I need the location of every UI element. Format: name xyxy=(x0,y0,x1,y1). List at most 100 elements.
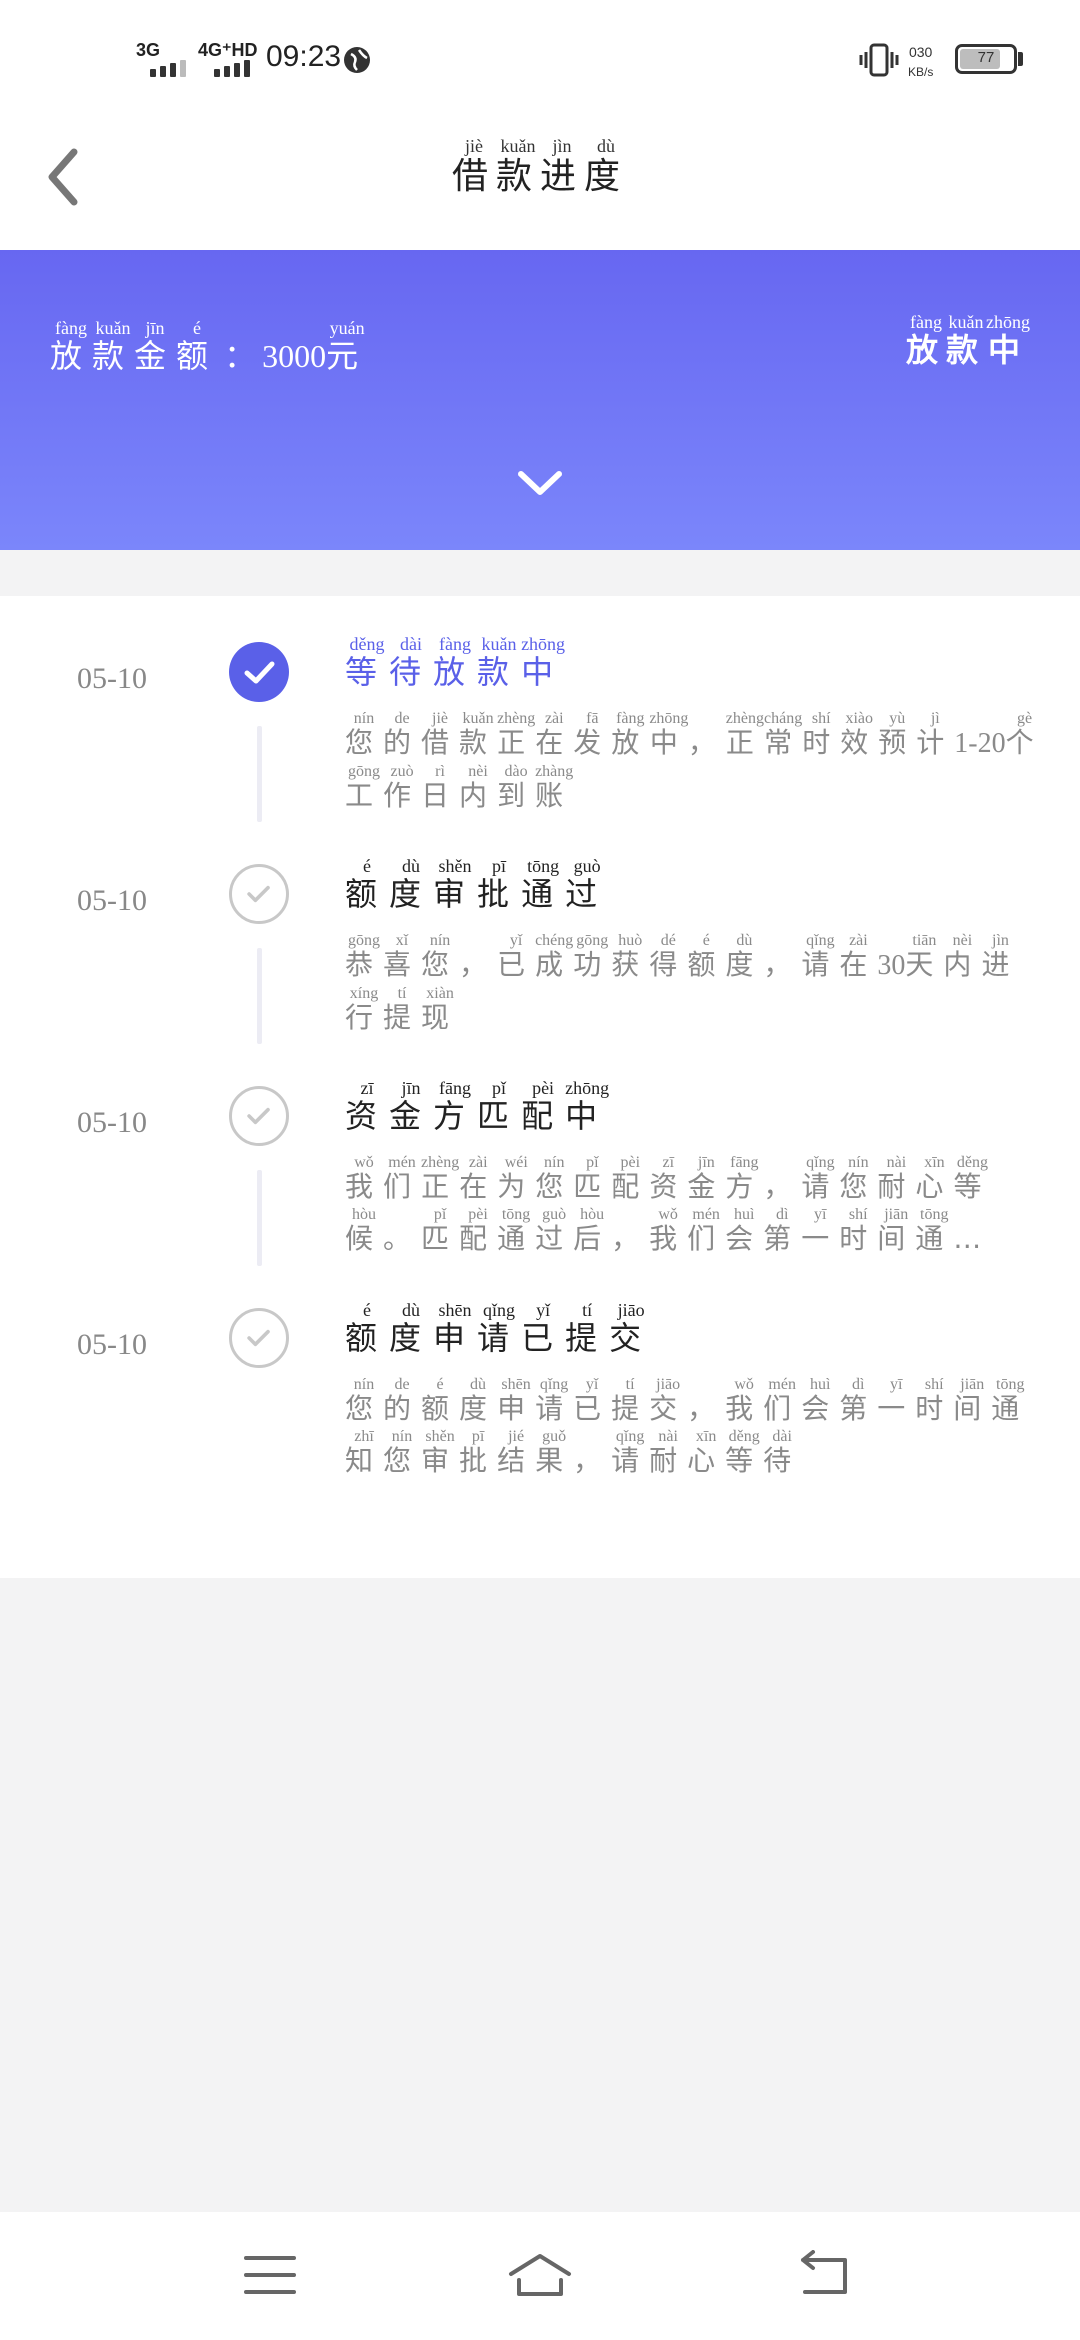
network-speed: 030 KB/s xyxy=(908,40,933,80)
signal-4g-icon xyxy=(214,60,250,77)
title-char: 借jiè xyxy=(451,136,496,197)
step-desc-char: 日rì xyxy=(421,763,460,812)
menu-icon[interactable] xyxy=(240,2250,300,2300)
step-desc-char: 计jì xyxy=(916,710,955,759)
step-desc-char: 的de xyxy=(383,710,422,759)
step-title-char: 方fāng xyxy=(433,1078,478,1135)
step-title: 资zī金jīn方fāng匹pǐ配pèi中zhōng xyxy=(345,1078,610,1137)
clock: 09:23 xyxy=(266,40,342,73)
step-desc-char: 中zhōng xyxy=(649,710,689,759)
battery-level: 77 xyxy=(977,49,995,66)
step-complete-icon xyxy=(229,642,289,702)
step-desc-char: 度dù xyxy=(459,1376,498,1425)
step-desc-char: 方fāng xyxy=(725,1154,764,1203)
step-desc-char: 间jiān xyxy=(953,1376,992,1425)
status-bar: 3G 4G⁺HD 09:23 030 KB/s 77 xyxy=(0,0,1080,120)
loan-amount-label: 放fàng款kuǎn金jīn额é xyxy=(50,318,219,375)
step-desc-char: 通tōng xyxy=(915,1206,954,1255)
nav-bar: 借jiè款kuǎn进jìn度dù xyxy=(0,120,1080,252)
page-title: 借jiè款kuǎn进jìn度dù xyxy=(0,136,1080,199)
step-desc-char: 您nín xyxy=(421,932,460,981)
step-title-char: 已yǐ xyxy=(521,1300,566,1357)
step-title-char: 请qǐng xyxy=(477,1300,522,1357)
step-desc-char: 我wǒ xyxy=(725,1376,764,1425)
chevron-down-icon[interactable] xyxy=(515,468,565,500)
loan-status: 放fàng款kuǎn中zhōng xyxy=(906,312,1030,371)
amount-label-char: 款kuǎn xyxy=(92,318,135,375)
step-desc-char: 作zuò xyxy=(383,763,422,812)
step-desc-char: 会huì xyxy=(801,1376,840,1425)
step-desc-char: 行xíng xyxy=(345,985,384,1034)
step-pending-icon xyxy=(229,864,289,924)
speed-unit: KB/s xyxy=(908,65,934,79)
step-desc-char: 请qǐng xyxy=(801,932,840,981)
step-desc-char: 会huì xyxy=(725,1206,764,1255)
speed-value: 030 xyxy=(908,44,933,60)
step-title-char: 额é xyxy=(345,856,390,913)
step-date: 05-10 xyxy=(77,1328,147,1361)
step-desc-char: 审shěn xyxy=(421,1428,460,1477)
step-title-char: 金jīn xyxy=(389,1078,434,1135)
step-connector xyxy=(257,948,262,1044)
step-title-char: 中zhōng xyxy=(565,1078,610,1135)
battery-tip xyxy=(1018,52,1023,66)
step-desc-char: 请qǐng xyxy=(611,1428,650,1477)
step-desc-char: 我wǒ xyxy=(345,1154,384,1203)
back-nav-icon[interactable] xyxy=(795,2250,855,2300)
step-desc-char: 们mén xyxy=(687,1206,726,1255)
step-desc-char: 通tōng xyxy=(991,1376,1030,1425)
back-button[interactable] xyxy=(40,142,90,212)
step-desc-char: 放fàng xyxy=(611,710,650,759)
step-desc-char: 天tiān xyxy=(905,932,944,981)
step-desc-char: 内nèi xyxy=(943,932,982,981)
step-desc-char: 得dé xyxy=(649,932,688,981)
step-desc-char: 交jiāo xyxy=(649,1376,688,1425)
page-title-text: 借jiè款kuǎn进jìn度dù xyxy=(451,136,628,197)
step-desc-char: 获huò xyxy=(611,932,650,981)
step-desc-char: 候hòu xyxy=(345,1206,384,1255)
step-title-char: 通tōng xyxy=(521,856,566,913)
step-title-char: 匹pǐ xyxy=(477,1078,522,1135)
step-desc-char: 在zài xyxy=(839,932,878,981)
amount-label-char: 额é xyxy=(176,318,219,375)
step-desc-char: 们mén xyxy=(383,1154,422,1203)
home-icon[interactable] xyxy=(505,2250,575,2300)
step-desc-char: 一yī xyxy=(877,1376,916,1425)
title-char: 进jìn xyxy=(540,136,585,197)
step-desc-char: 等děng xyxy=(725,1428,764,1477)
step-desc-char: 第dì xyxy=(763,1206,802,1255)
step-desc-char: 到dào xyxy=(497,763,536,812)
number-text: 30 xyxy=(877,950,906,981)
step-title-char: 批pī xyxy=(477,856,522,913)
step-desc-char: 您nín xyxy=(345,710,384,759)
step-desc-char: 匹pǐ xyxy=(421,1206,460,1255)
step-desc-char: 您nín xyxy=(345,1376,384,1425)
step-desc-char: 借jiè xyxy=(421,710,460,759)
step-desc-char: 正zhèng xyxy=(497,710,536,759)
step-desc-char: 已yǐ xyxy=(497,932,536,981)
network-3g-label: 3G xyxy=(136,40,161,60)
step-desc-char: 正zhèng xyxy=(421,1154,460,1203)
step-pending-icon xyxy=(229,1086,289,1146)
loan-summary-banner: 放fàng款kuǎn金jīn额é：3000元yuán 放fàng款kuǎn中zh… xyxy=(0,250,1080,550)
step-title-char: 额é xyxy=(345,1300,390,1357)
step-desc-char: 第dì xyxy=(839,1376,878,1425)
step-desc-char: 正zhèng xyxy=(725,710,764,759)
step-desc-char: 申shēn xyxy=(497,1376,536,1425)
vibrate-icon xyxy=(859,43,899,77)
step-title-char: 资zī xyxy=(345,1078,390,1135)
amount-label-char: 金jīn xyxy=(134,318,177,375)
step-date: 05-10 xyxy=(77,662,147,695)
step-title-char: 提tí xyxy=(565,1300,610,1357)
step-desc-char: 效xiào xyxy=(840,710,879,759)
step-desc-char: 恭gōng xyxy=(345,932,384,981)
step-desc-char: 请qǐng xyxy=(535,1376,574,1425)
step-desc-char: 进jìn xyxy=(981,932,1020,981)
step-desc-char: 请qǐng xyxy=(801,1154,840,1203)
step-title-char: 交jiāo xyxy=(609,1300,654,1357)
step-desc-char: 已yǐ xyxy=(573,1376,612,1425)
step-desc-char: 间jiān xyxy=(877,1206,916,1255)
colon: ： xyxy=(224,337,257,375)
step-desc-char: 的de xyxy=(383,1376,422,1425)
step-title-char: 待dài xyxy=(389,634,434,691)
